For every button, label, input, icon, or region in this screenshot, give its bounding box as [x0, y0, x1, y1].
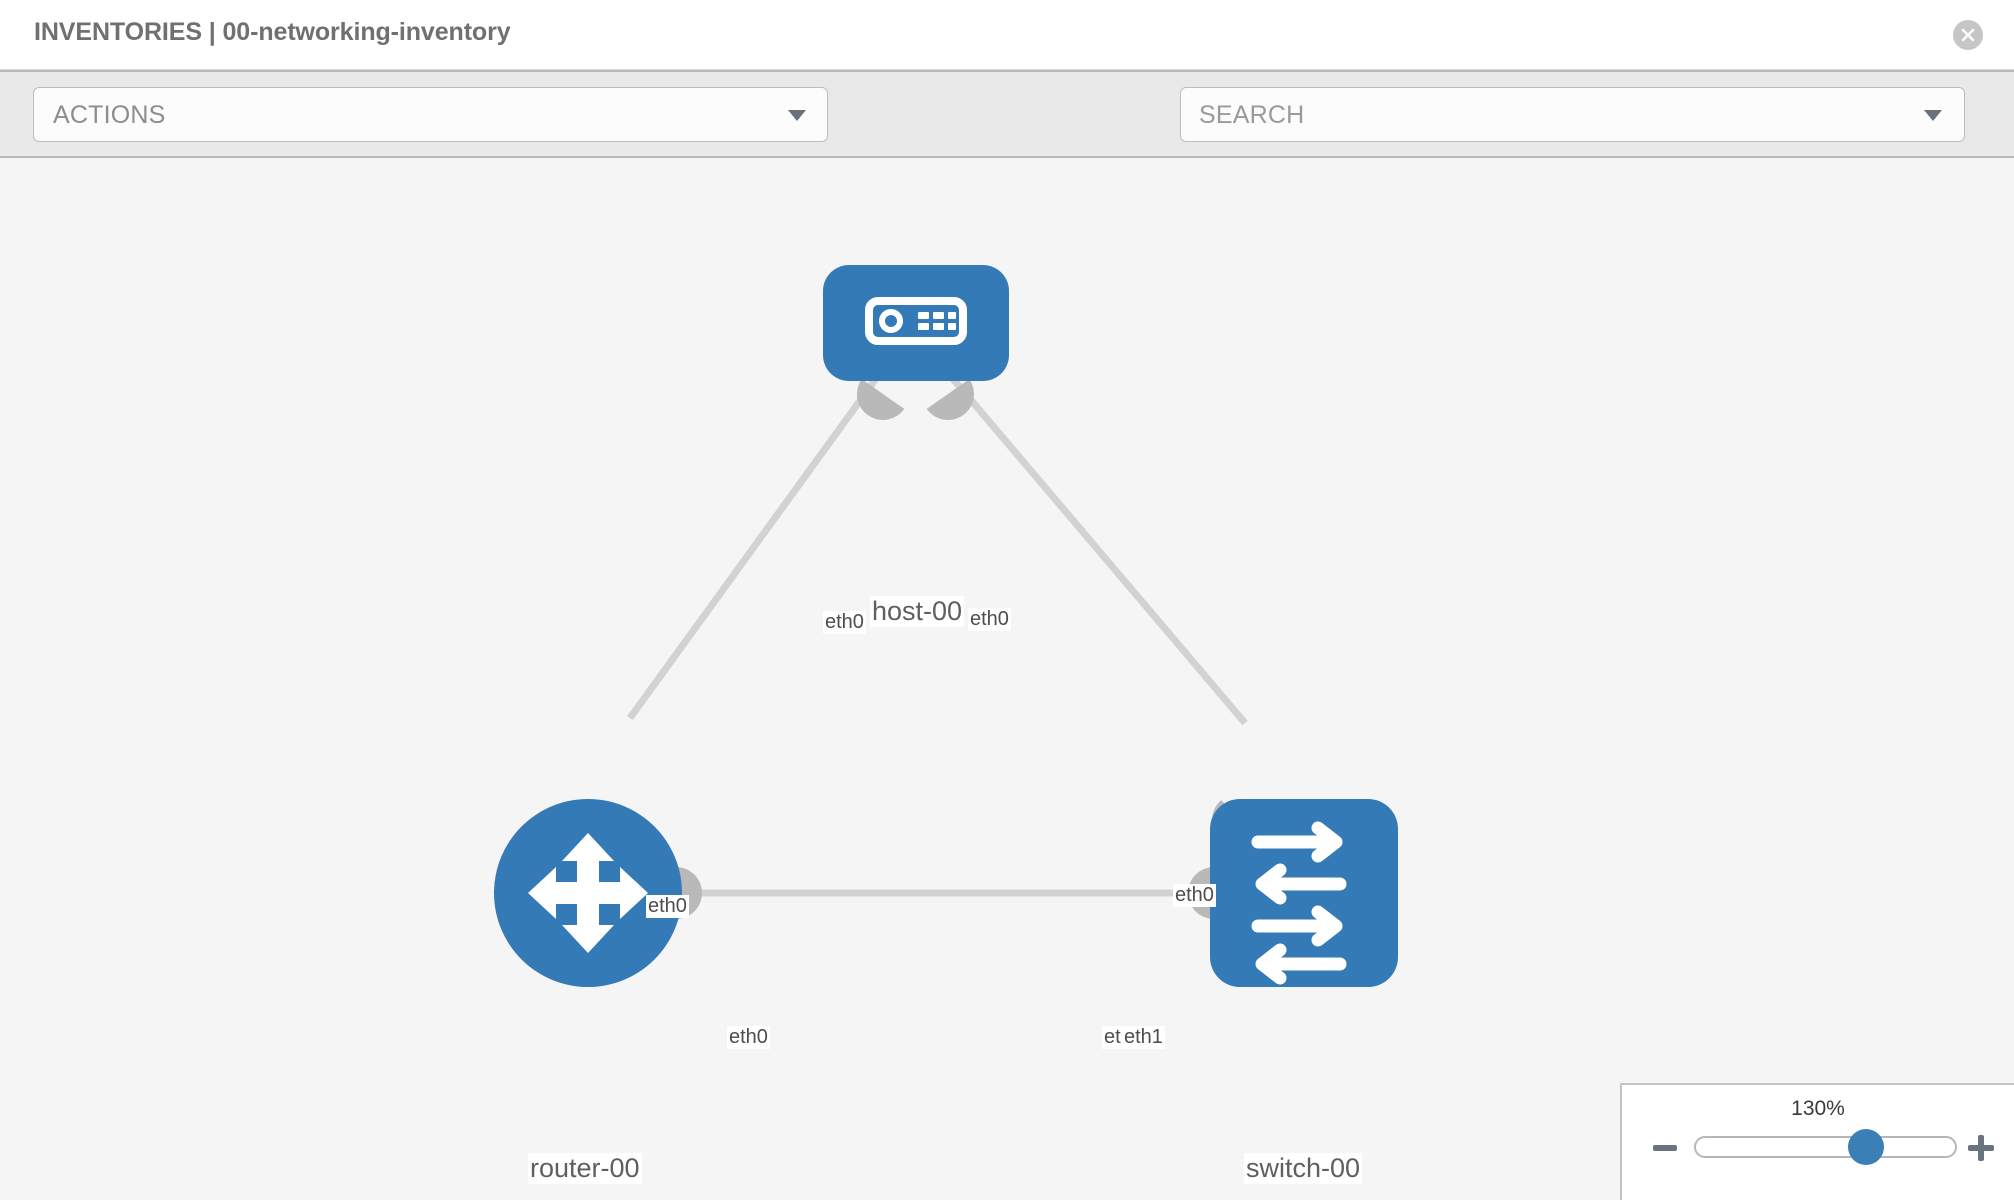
links-layer: [627, 370, 1248, 897]
iface-label-switch-eth0-up: eth0: [1173, 884, 1216, 907]
node-label-switch-00: switch-00: [1244, 1153, 1363, 1184]
node-switch-00[interactable]: [1210, 799, 1398, 987]
link-host-switch: [945, 370, 1248, 726]
node-label-host-00: host-00: [870, 596, 965, 627]
page-title: INVENTORIES | 00-networking-inventory: [34, 18, 511, 46]
chevron-down-icon: [788, 110, 806, 121]
topology-graph: [494, 265, 1398, 987]
close-icon[interactable]: [1953, 20, 1983, 50]
zoom-slider-thumb[interactable]: [1848, 1129, 1885, 1165]
iface-label-switch-eth1: eth1: [1122, 1026, 1165, 1049]
chevron-down-icon: [1924, 110, 1942, 121]
toolbar: ACTIONS SEARCH: [0, 70, 2014, 202]
connectors-layer: [676, 379, 1255, 919]
iface-label-router-eth0: eth0: [727, 1026, 770, 1049]
zoom-control-panel: 130%: [1620, 1083, 2014, 1200]
iface-label-host-eth0-left: eth0: [823, 611, 866, 634]
link-host-router: [627, 370, 883, 721]
node-host-00[interactable]: [823, 265, 1009, 381]
minus-icon[interactable]: [1650, 1133, 1680, 1163]
node-label-router-00: router-00: [528, 1153, 642, 1184]
zoom-level-label: 130%: [1791, 1097, 1845, 1120]
actions-dropdown-label: ACTIONS: [53, 101, 166, 129]
zoom-slider-track[interactable]: [1694, 1136, 1957, 1158]
search-placeholder: SEARCH: [1199, 101, 1305, 129]
connector-host-left: [857, 379, 905, 420]
topology-canvas[interactable]: host-00 router-00 switch-00 eth0 eth0 et…: [0, 158, 2014, 1200]
iface-label-host-eth0-right: eth0: [968, 608, 1011, 631]
search-input[interactable]: SEARCH: [1180, 87, 1965, 142]
plus-icon[interactable]: [1966, 1133, 1996, 1163]
iface-label-router-eth0-up: eth0: [646, 895, 689, 918]
node-router-00[interactable]: [494, 799, 682, 987]
page-header: INVENTORIES | 00-networking-inventory: [0, 0, 2014, 70]
actions-dropdown[interactable]: ACTIONS: [33, 87, 828, 142]
connector-host-right: [926, 379, 974, 420]
